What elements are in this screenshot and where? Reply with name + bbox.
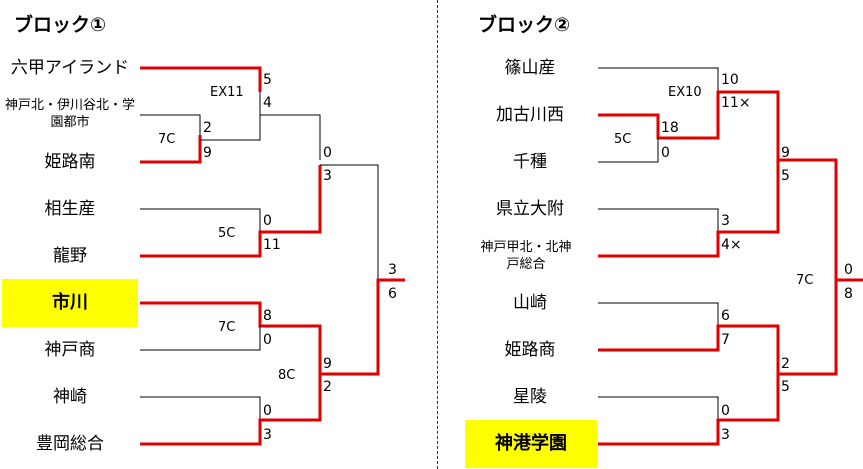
b1-line-kobekita: [140, 114, 201, 135]
b1-score-r1d-top: 8: [263, 308, 272, 324]
team-chikusa: 千種: [513, 152, 547, 172]
b1-score-r1e-bottom: 3: [263, 427, 272, 443]
b1-line-kobesho: [140, 326, 261, 351]
team-seiryo: 星陵: [513, 387, 547, 407]
b2-score-final-top: 0: [844, 262, 853, 278]
b1-line-7c-out: [200, 92, 261, 141]
b2-score-r1b-bottom: 0: [661, 145, 670, 161]
b2-score-semi-lower-bottom: 5: [781, 379, 790, 395]
b1-score-semi-lower-top: 9: [323, 356, 332, 372]
b1-score-semi-upper-top: 0: [323, 145, 332, 161]
team-kanzaki: 神崎: [53, 387, 87, 407]
team-kobekita-ikawadanikita-gakuentoshi: 神戸北・伊川谷北・学園都市: [5, 97, 135, 131]
b1-score-r1e-top: 0: [263, 403, 272, 419]
b1-score-r1c-bottom: 11: [263, 237, 281, 253]
b1-note-5c: 5C: [218, 226, 236, 241]
team-toyookasogo: 豊岡総合: [36, 434, 104, 454]
b2-score-semi-upper-top: 9: [781, 145, 790, 161]
b2-note-5c: 5C: [614, 132, 632, 147]
b2-line-himejisho: [598, 324, 780, 374]
b2-line-kobekohoku: [598, 158, 838, 280]
b1-line-rokko: [140, 66, 262, 92]
b2-score-final-bottom: 8: [844, 286, 853, 302]
b2-note-7c: 7C: [796, 273, 814, 288]
team-rokko-island: 六甲アイランド: [10, 58, 130, 78]
b2-score-semi-upper-bottom: 5: [781, 168, 790, 184]
b1-line-himejiminami: [140, 135, 202, 164]
b2-line-chikusa: [598, 138, 659, 163]
b2-score-r1c-top: 3: [721, 213, 730, 229]
team-kobesho: 神戸商: [44, 340, 96, 360]
b1-note-7c-mid: 7C: [218, 320, 236, 335]
team-kobekohoku-kitakobesogo: 神戸甲北・北神戸総合: [478, 239, 574, 273]
b1-score-final-top: 3: [388, 262, 397, 278]
b1-score-semi-lower-bottom: 2: [323, 379, 332, 395]
b2-line-kenritsudaifu: [598, 208, 719, 232]
b2-line-sasayama: [598, 67, 719, 92]
b1-line-toyooka: [140, 374, 322, 446]
b2-line-seiryo: [598, 396, 719, 420]
b1-line-semi-upper-out: [320, 164, 379, 280]
b2-line-kakogawanishi: [598, 90, 780, 160]
b2-score-r1b-top: 18: [661, 120, 679, 136]
team-yamasaki: 山崎: [513, 293, 547, 313]
team-shinkogakuen-highlighted: 神港学園: [465, 420, 597, 468]
team-sasayamasan: 篠山産: [504, 58, 556, 78]
b2-score-r1a-bottom: 11×: [721, 95, 751, 111]
b1-line-tatsuno: [140, 165, 322, 258]
b1-score-r1d-bottom: 0: [263, 332, 272, 348]
b1-note-7c-top: 7C: [158, 132, 176, 147]
team-kobekohoku-label: 神戸甲北・北神戸総合: [480, 240, 572, 272]
b1-line-kanzaki: [140, 396, 261, 420]
block-2-title: ブロック②: [478, 14, 571, 36]
team-ichikawa-highlighted: 市川: [2, 279, 138, 327]
b1-score-r1a-bottom: 4: [263, 95, 272, 111]
b2-line-shinko: [598, 280, 838, 446]
b2-score-r1e-bottom: 3: [721, 427, 730, 443]
b2-line-yamasaki: [598, 302, 719, 326]
team-aioisan: 相生産: [44, 199, 96, 219]
b2-score-r1d-top: 6: [721, 308, 730, 324]
team-kenritsudaifu: 県立大附: [496, 199, 564, 219]
b1-line-ichikawa: [140, 278, 405, 376]
block-divider: [437, 0, 438, 469]
b2-score-r1d-bottom: 7: [721, 332, 730, 348]
b2-score-semi-lower-top: 2: [781, 356, 790, 372]
b1-score-final-bottom: 6: [388, 286, 397, 302]
b1-note-ex11: EX11: [210, 85, 244, 100]
team-kakogawanishi: 加古川西: [496, 105, 564, 125]
b1-score-r1b-top: 2: [203, 120, 212, 136]
b2-score-r1e-top: 0: [721, 403, 730, 419]
b1-note-8c: 8C: [278, 368, 296, 383]
b2-score-r1c-bottom: 4×: [721, 237, 742, 253]
b1-score-r1c-top: 0: [263, 213, 272, 229]
b1-score-r1b-bottom: 9: [203, 145, 212, 161]
team-kobekita-label: 神戸北・伊川谷北・学園都市: [5, 98, 136, 130]
team-himejiminami: 姫路南: [44, 152, 96, 172]
team-himejisho: 姫路商: [504, 340, 556, 360]
b2-note-ex10: EX10: [668, 85, 702, 100]
b1-score-semi-upper-bottom: 3: [323, 168, 332, 184]
b2-score-r1a-top: 10: [721, 72, 739, 88]
team-tatsuno: 龍野: [53, 246, 87, 266]
b1-line-aioi: [140, 208, 261, 232]
block-1-title: ブロック①: [14, 14, 107, 36]
b1-score-r1a-top: 5: [263, 72, 272, 88]
b1-line-ex11-out: [260, 114, 321, 160]
